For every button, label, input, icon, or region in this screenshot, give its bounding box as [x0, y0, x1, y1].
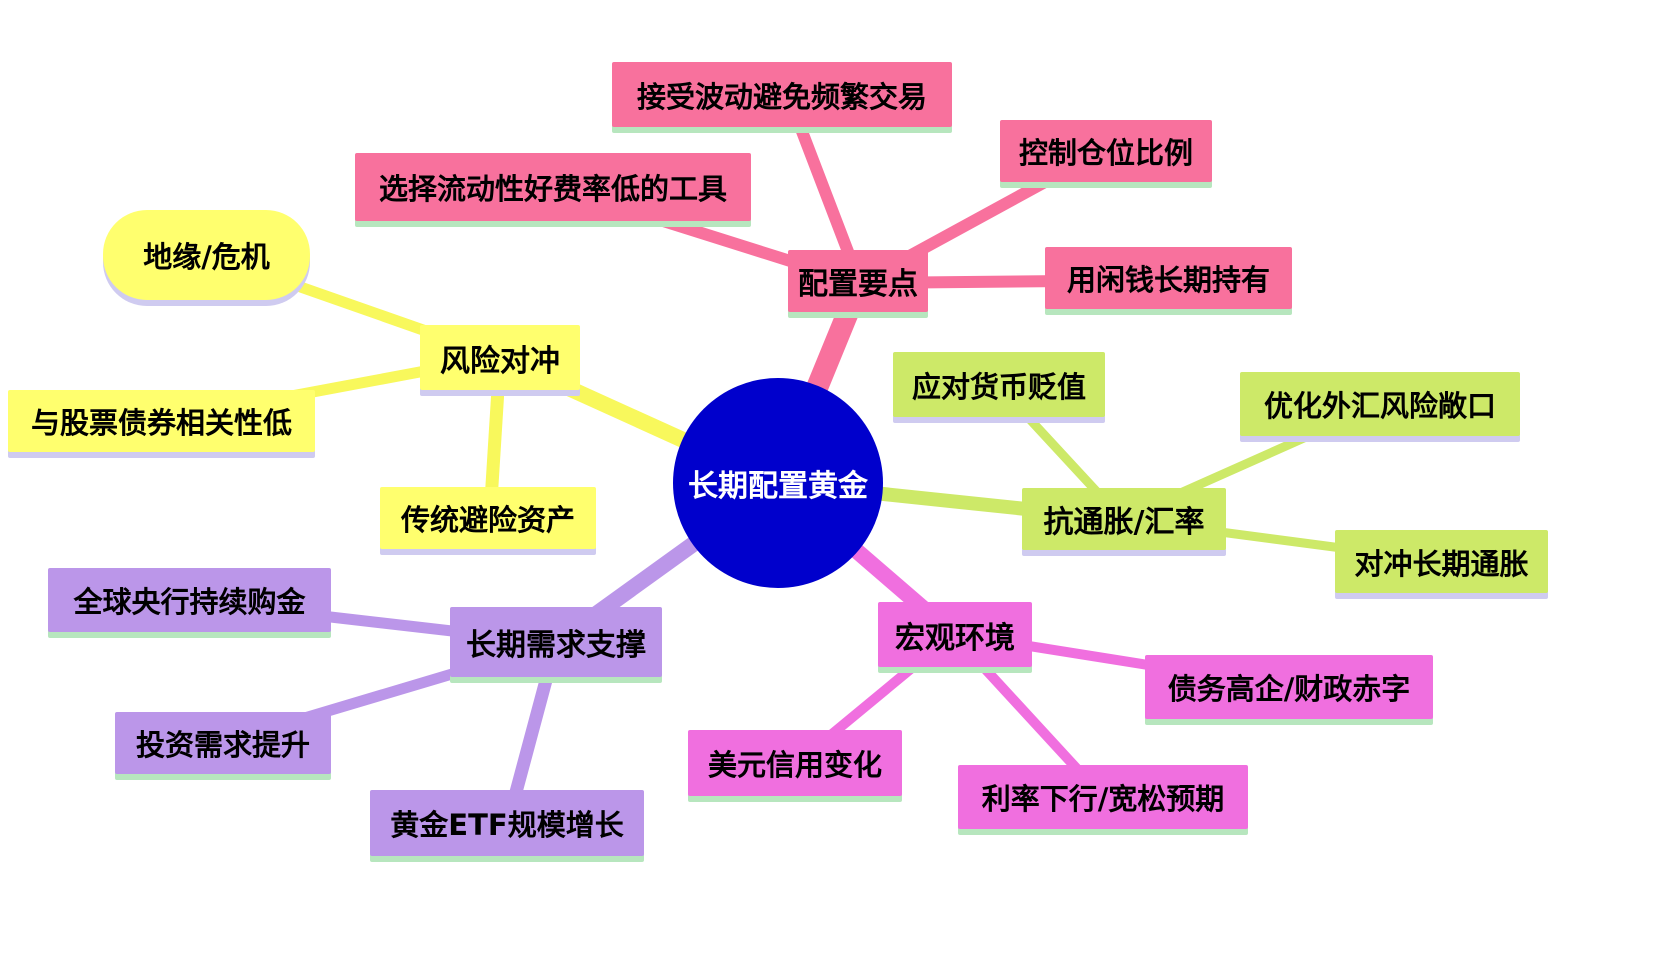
node-low-correlation-stocks-bonds[interactable]: 与股票债券相关性低: [8, 390, 315, 452]
node-gold-etf-growth[interactable]: 黄金ETF规模增长: [370, 790, 644, 856]
node-accept-volatility[interactable]: 接受波动避免频繁交易: [612, 62, 952, 127]
node-hold-with-spare-money[interactable]: 用闲钱长期持有: [1045, 247, 1292, 309]
node-central-bank-gold-buying[interactable]: 全球央行持续购金: [48, 568, 331, 632]
node-control-position-ratio[interactable]: 控制仓位比例: [1000, 120, 1212, 182]
node-usd-credit-change[interactable]: 美元信用变化: [688, 730, 902, 796]
branch-allocation-essentials[interactable]: 配置要点: [788, 250, 928, 312]
node-traditional-safe-haven[interactable]: 传统避险资产: [380, 487, 596, 549]
node-choose-liquid-low-fee-tools[interactable]: 选择流动性好费率低的工具: [355, 153, 751, 221]
node-geopolitics-crisis[interactable]: 地缘/危机: [103, 210, 310, 300]
central-topic[interactable]: 长期配置黄金: [673, 378, 883, 588]
node-hedge-long-term-inflation[interactable]: 对冲长期通胀: [1335, 530, 1548, 593]
node-currency-devaluation[interactable]: 应对货币贬值: [893, 352, 1105, 417]
branch-inflation-fx[interactable]: 抗通胀/汇率: [1022, 488, 1226, 550]
node-investment-demand-rising[interactable]: 投资需求提升: [115, 712, 331, 774]
node-optimize-fx-exposure[interactable]: 优化外汇风险敞口: [1240, 372, 1520, 436]
node-rate-decline-easing-expectation[interactable]: 利率下行/宽松预期: [958, 765, 1248, 829]
node-debt-fiscal-deficit[interactable]: 债务高企/财政赤字: [1145, 655, 1433, 719]
branch-risk-hedging[interactable]: 风险对冲: [420, 325, 580, 390]
branch-long-term-demand[interactable]: 长期需求支撑: [450, 607, 662, 677]
branch-macro-environment[interactable]: 宏观环境: [878, 602, 1032, 667]
